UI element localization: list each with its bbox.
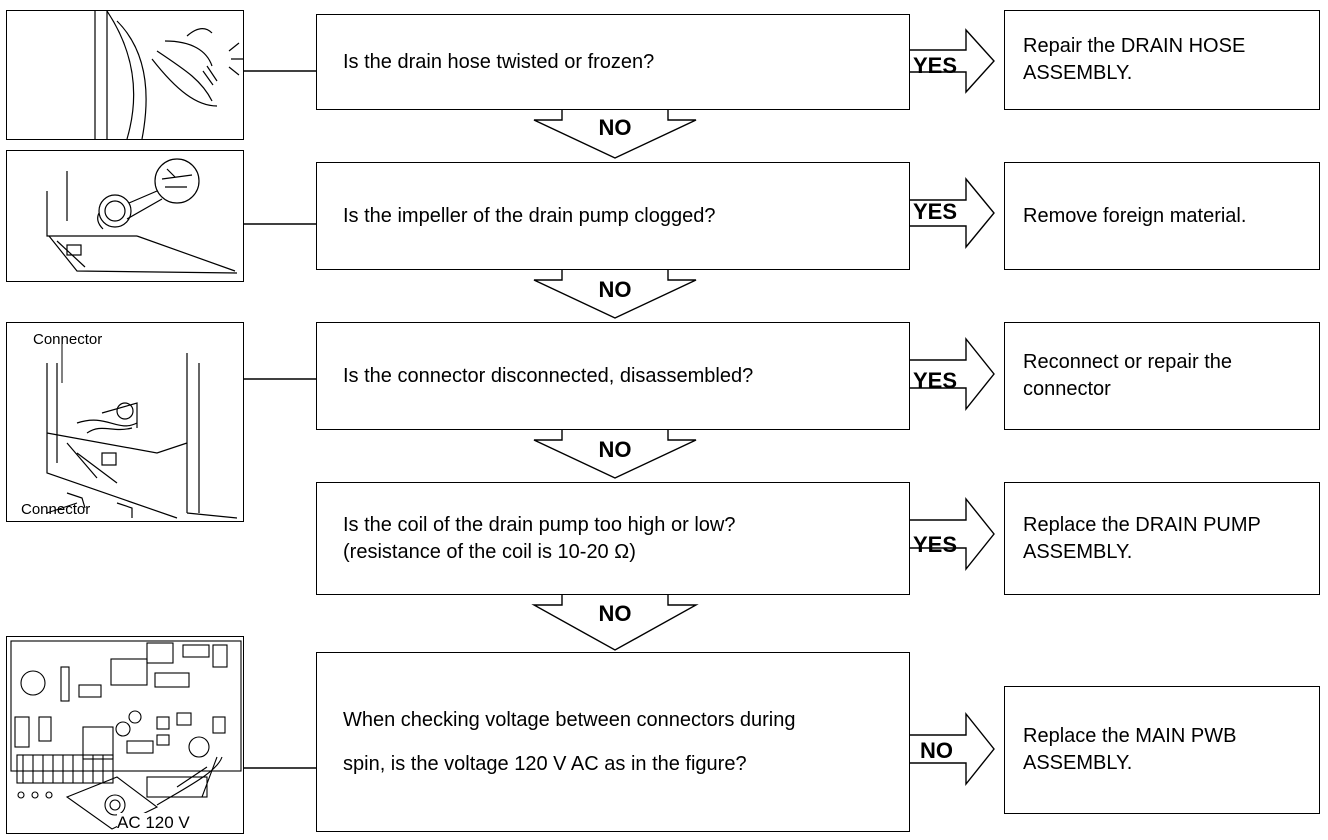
connector-illustration: Connector Connector: [6, 322, 244, 522]
question-box-5: When checking voltage between connectors…: [316, 652, 910, 832]
question-text-line2: (resistance of the coil is 10-20 Ω): [343, 540, 636, 563]
result-text: Replace the MAIN PWB ASSEMBLY.: [1023, 725, 1237, 774]
question-box-1: Is the drain hose twisted or frozen?: [316, 14, 910, 110]
answer-label-1: YES: [913, 53, 958, 78]
result-text: Remove foreign material.: [1023, 204, 1247, 227]
next-label-4: NO: [598, 601, 632, 626]
question-box-2: Is the impeller of the drain pump clogge…: [316, 162, 910, 270]
pwb-voltage-illustration: AC 120 V: [6, 636, 244, 834]
answer-label-3: YES: [913, 368, 958, 393]
answer-label-5: NO: [920, 738, 953, 763]
question-text: When checking voltage between connectors…: [343, 709, 796, 731]
right-arrow-2: [910, 177, 995, 249]
voltage-caption: AC 120 V: [117, 813, 190, 833]
right-arrow-5: [910, 712, 995, 786]
question-text: Is the connector disconnected, disassemb…: [343, 364, 754, 387]
question-box-3: Is the connector disconnected, disassemb…: [316, 322, 910, 430]
answer-label-4: YES: [913, 532, 958, 557]
result-box-3: Reconnect or repair the connector: [1004, 322, 1320, 430]
pwb-board-icon: [10, 640, 242, 830]
result-box-2: Remove foreign material.: [1004, 162, 1320, 270]
connector-caption-bottom: Connector: [21, 501, 91, 518]
question-text: Is the impeller of the drain pump clogge…: [343, 204, 716, 227]
right-arrow-1: [910, 28, 995, 94]
down-arrow-1: [533, 110, 697, 159]
down-arrow-3: [533, 430, 697, 479]
down-arrow-4: [531, 595, 699, 651]
question-box-4: Is the coil of the drain pump too high o…: [316, 482, 910, 595]
right-arrow-4: [910, 497, 995, 571]
question-text: Is the drain hose twisted or frozen?: [343, 50, 655, 73]
drain-hose-illustration: [6, 10, 244, 140]
answer-label-2: YES: [913, 199, 958, 224]
question-text-line2: spin, is the voltage 120 V AC as in the …: [343, 753, 747, 775]
next-label-2: NO: [598, 277, 632, 302]
result-text: Replace the DRAIN PUMP ASSEMBLY.: [1023, 513, 1261, 563]
next-label-1: NO: [598, 115, 632, 140]
result-box-1: Repair the DRAIN HOSE ASSEMBLY.: [1004, 10, 1320, 110]
connector-location-icon: [46, 338, 238, 519]
next-label-3: NO: [598, 437, 632, 462]
pump-impeller-icon: [46, 158, 238, 274]
result-text: Reconnect or repair the connector: [1023, 351, 1233, 400]
result-text: Repair the DRAIN HOSE ASSEMBLY.: [1023, 35, 1246, 84]
right-arrow-3: [910, 337, 995, 411]
connector-caption-top: Connector: [33, 331, 103, 348]
result-box-5: Replace the MAIN PWB ASSEMBLY.: [1004, 686, 1320, 814]
question-text: Is the coil of the drain pump too high o…: [343, 513, 736, 536]
down-arrow-2: [533, 270, 697, 319]
drain-hose-icon: [94, 11, 243, 139]
result-box-4: Replace the DRAIN PUMP ASSEMBLY.: [1004, 482, 1320, 595]
pump-impeller-illustration: [6, 150, 244, 282]
